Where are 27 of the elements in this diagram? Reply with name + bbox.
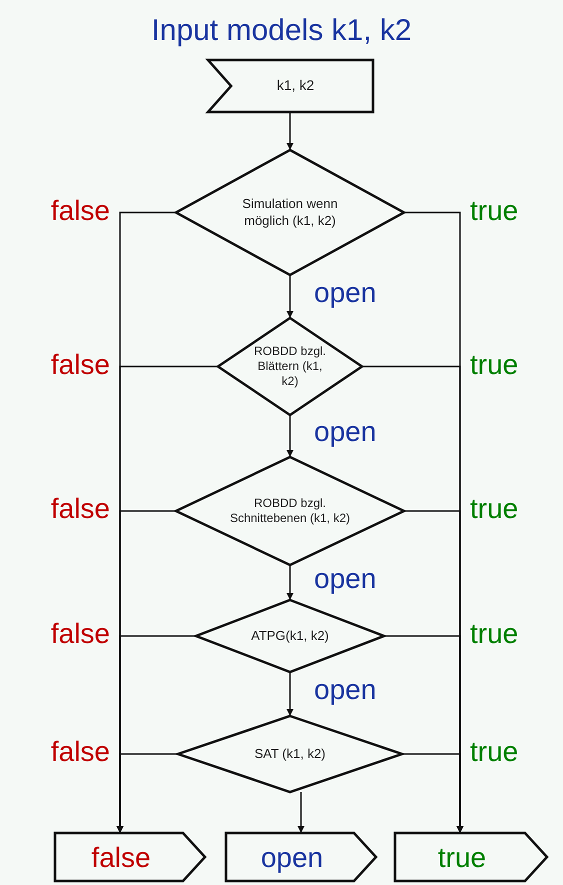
decision-diamond <box>176 457 404 565</box>
input-shape <box>208 60 373 112</box>
connector-arrow <box>286 565 294 600</box>
decision-diamond <box>176 150 404 275</box>
connector-arrow <box>286 415 294 457</box>
node-text: ROBDD bzgl. Blättern (k1, k2) <box>252 344 328 389</box>
result-label: open <box>260 840 324 874</box>
connector-arrow <box>286 672 294 716</box>
connector-arrow <box>402 753 464 833</box>
decision-diamond <box>178 716 402 792</box>
connector-arrow <box>286 112 294 150</box>
node-text: ROBDD bzgl. Schnittebenen (k1, k2) <box>228 496 352 526</box>
decision-diamond <box>218 318 362 415</box>
result-label: true <box>438 840 486 874</box>
diagram-title: Input models k1, k2 <box>150 14 413 48</box>
connector-arrow <box>298 792 304 833</box>
result-label: false <box>91 840 151 874</box>
node-text: k1, k2 <box>276 77 314 95</box>
output-shape <box>395 833 547 881</box>
connector-arrow <box>116 753 178 833</box>
connector-arrow <box>286 275 294 318</box>
node-text: ATPG(k1, k2) <box>250 628 330 644</box>
output-shape <box>55 833 205 881</box>
output-shape <box>226 833 376 881</box>
node-text: SAT (k1, k2) <box>253 746 327 762</box>
node-text: Simulation wenn möglich (k1, k2) <box>241 196 339 229</box>
decision-diamond <box>196 600 384 672</box>
